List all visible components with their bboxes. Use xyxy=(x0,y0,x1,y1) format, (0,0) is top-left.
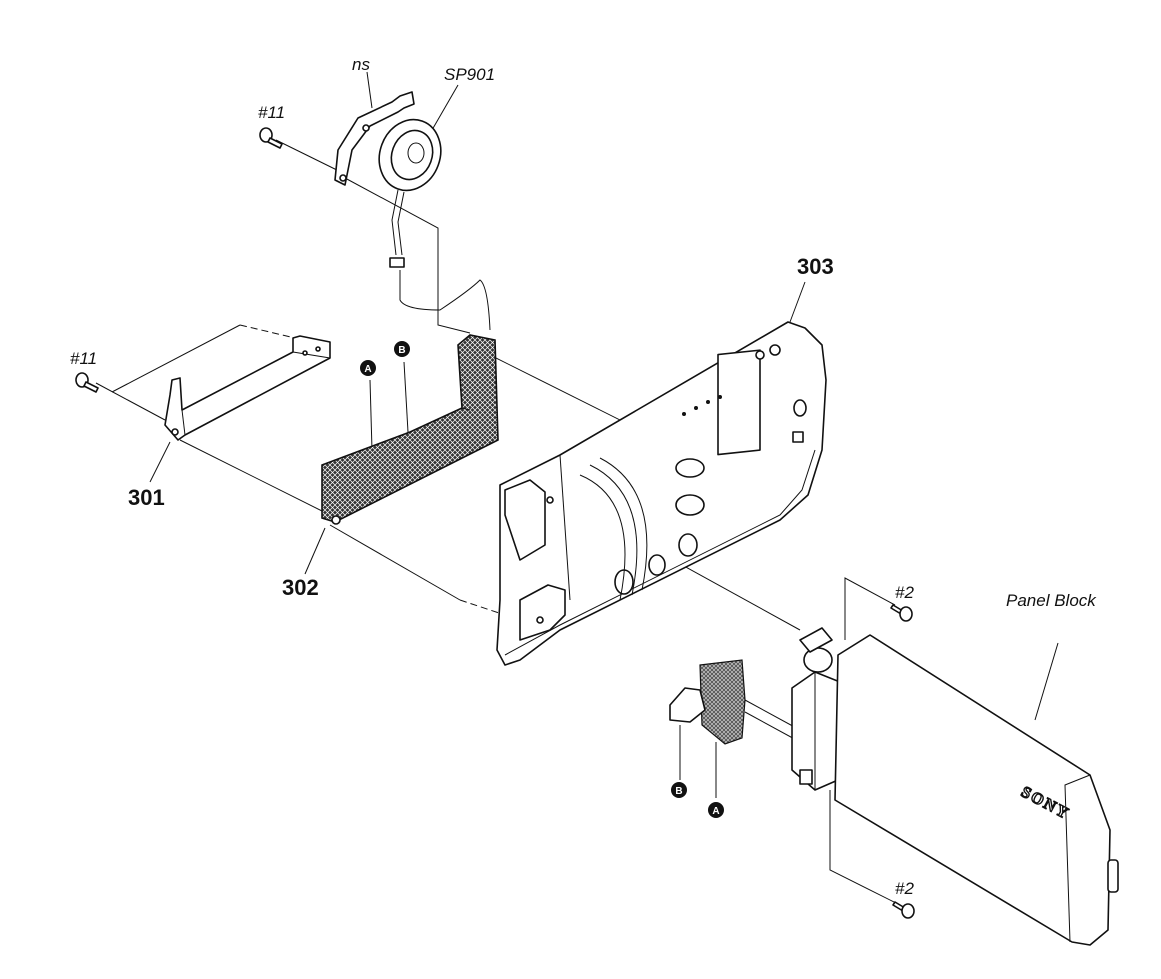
screw-2-bottom xyxy=(892,901,915,919)
label-screw-11-top: #11 xyxy=(258,103,285,122)
svg-text:A: A xyxy=(364,364,371,375)
bracket-301 xyxy=(164,335,331,441)
label-part-303: 303 xyxy=(797,254,834,279)
label-panel-block: Panel Block xyxy=(1006,591,1097,610)
screw-2-top xyxy=(890,604,913,622)
label-part-302: 302 xyxy=(282,575,319,600)
small-flex-cable xyxy=(669,659,801,745)
screw-11-top xyxy=(259,127,283,149)
label-screw-11-left: #11 xyxy=(70,349,97,368)
screw-11-left xyxy=(75,372,99,393)
label-screw-2-bottom: #2 xyxy=(895,879,914,898)
label-sp901: SP901 xyxy=(444,65,495,84)
svg-text:A: A xyxy=(712,806,719,817)
label-part-301: 301 xyxy=(128,485,165,510)
speaker-bracket-ns xyxy=(334,91,415,186)
label-ns: ns xyxy=(352,55,370,74)
panel-hinge xyxy=(791,627,841,791)
panel-block: SONY xyxy=(834,634,1119,946)
speaker-sp901 xyxy=(378,118,442,268)
frame-303 xyxy=(496,321,827,666)
flex-cable-302 xyxy=(321,334,499,525)
badge-a-lower: A xyxy=(708,802,724,818)
label-screw-2-top: #2 xyxy=(895,583,914,602)
badge-b-lower: B xyxy=(671,782,687,798)
badge-b-upper: B xyxy=(394,341,410,357)
svg-text:B: B xyxy=(398,345,405,356)
badge-a-upper: A xyxy=(360,360,376,376)
svg-text:B: B xyxy=(675,786,682,797)
